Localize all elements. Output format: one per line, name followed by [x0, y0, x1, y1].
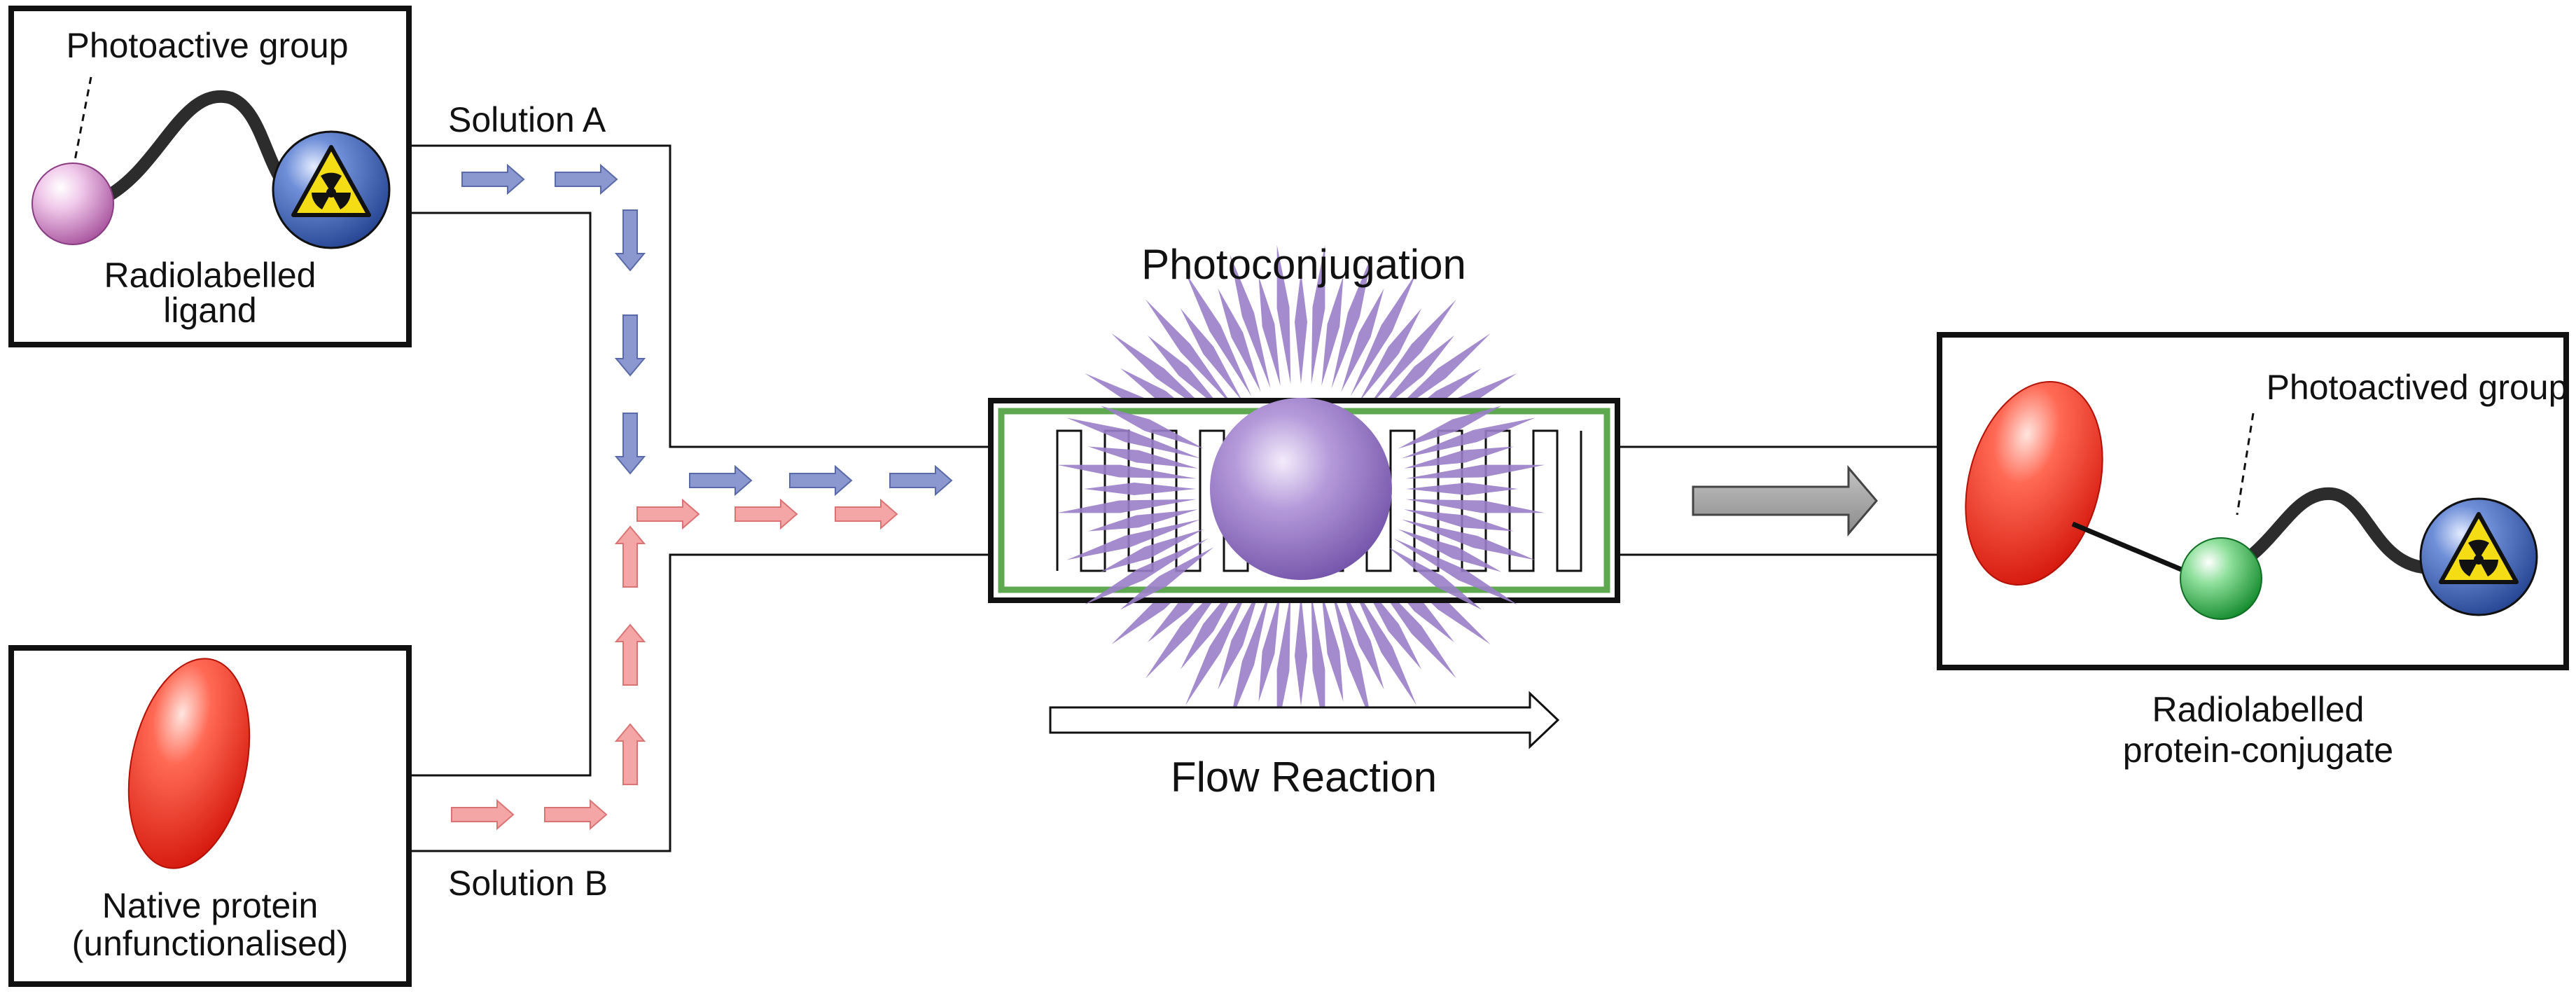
light-ray	[1218, 586, 1261, 690]
protein-bond	[2071, 521, 2186, 574]
photoactive-group-sphere	[32, 162, 114, 245]
light-ray	[1088, 446, 1198, 469]
light-ray	[1404, 446, 1514, 469]
lamp-rays-front	[1057, 406, 1545, 610]
solution-b-flow-arrows	[451, 498, 898, 831]
light-ray	[1147, 335, 1227, 415]
light-ray	[1367, 299, 1456, 408]
photoactived-group-sphere	[2180, 537, 2262, 620]
light-ray	[1180, 308, 1243, 402]
solution-a-flow-arrows	[461, 163, 953, 497]
photoactive-group-leader	[71, 76, 92, 172]
light-ray	[1057, 464, 1197, 479]
light-ray	[1084, 483, 1196, 495]
light-ray	[1375, 335, 1455, 415]
light-ray	[1295, 594, 1307, 706]
light-ray	[1401, 519, 1536, 560]
light-ray	[1398, 406, 1502, 449]
light-ray	[1066, 519, 1201, 560]
light-ray	[1321, 592, 1344, 702]
light-ray	[1088, 509, 1198, 532]
light-ray	[1230, 589, 1271, 724]
light-ray	[1405, 499, 1545, 513]
ligand-linker	[99, 90, 307, 206]
flow-channels	[409, 144, 1940, 852]
light-ray	[1398, 529, 1502, 572]
flow-reaction-label: Flow Reaction	[1171, 754, 1437, 801]
light-ray	[1100, 406, 1204, 449]
photoactive-group-label: Photoactive group	[66, 26, 348, 65]
light-ray	[1295, 272, 1307, 384]
light-ray	[1258, 276, 1281, 386]
light-ray	[1218, 288, 1261, 392]
light-ray	[1120, 547, 1214, 610]
light-ray	[1100, 529, 1204, 572]
radioactive-label-icon	[272, 130, 391, 249]
conjugated-protein-ellipse	[1965, 381, 2103, 586]
light-ray	[1406, 483, 1518, 495]
product-radioactive-label-icon	[2419, 497, 2538, 616]
light-ray	[1321, 276, 1344, 386]
photoactived-group-leader	[2236, 413, 2255, 516]
product-label-line2: protein-conjugate	[2123, 731, 2393, 770]
light-ray	[1057, 499, 1197, 513]
light-ray	[1230, 254, 1271, 389]
light-ray	[1405, 464, 1545, 479]
light-ray	[1146, 299, 1234, 408]
product-label-line1: Radiolabelled	[2152, 690, 2364, 729]
ligand-label-line2: ligand	[163, 291, 256, 330]
light-ray	[1331, 589, 1372, 724]
light-ray	[1401, 417, 1536, 459]
light-ray	[1185, 581, 1252, 705]
light-ray	[1341, 288, 1384, 392]
light-ray	[1258, 592, 1281, 702]
light-ray	[1311, 244, 1325, 385]
light-ray	[1276, 593, 1291, 733]
protein-label-line2: (unfunctionalised)	[72, 924, 349, 963]
photoconjugation-label: Photoconjugation	[1141, 241, 1466, 288]
light-ray	[1350, 581, 1416, 705]
light-ray	[1341, 586, 1384, 690]
light-ray	[1359, 308, 1422, 402]
ligand-label-line1: Radiolabelled	[104, 256, 316, 295]
light-ray	[1085, 538, 1209, 604]
light-ray	[1393, 538, 1517, 604]
product-linker	[2213, 487, 2429, 581]
flow-reaction-arrow	[1049, 691, 1560, 749]
native-protein-ellipse	[127, 658, 251, 869]
light-source-sphere	[1210, 398, 1392, 580]
light-ray	[1066, 417, 1201, 459]
light-ray	[1404, 509, 1514, 532]
protein-label-line1: Native protein	[102, 886, 319, 925]
solution-b-label: Solution B	[448, 864, 608, 903]
product-direction-arrow	[1692, 464, 1878, 537]
light-ray	[1388, 547, 1482, 610]
photoactived-group-label: Photoactived group	[2267, 368, 2568, 407]
light-ray	[1311, 593, 1325, 733]
light-ray	[1331, 254, 1372, 389]
solution-a-label: Solution A	[448, 100, 606, 139]
light-ray	[1350, 272, 1416, 396]
light-ray	[1276, 244, 1291, 385]
light-ray	[1185, 272, 1252, 396]
